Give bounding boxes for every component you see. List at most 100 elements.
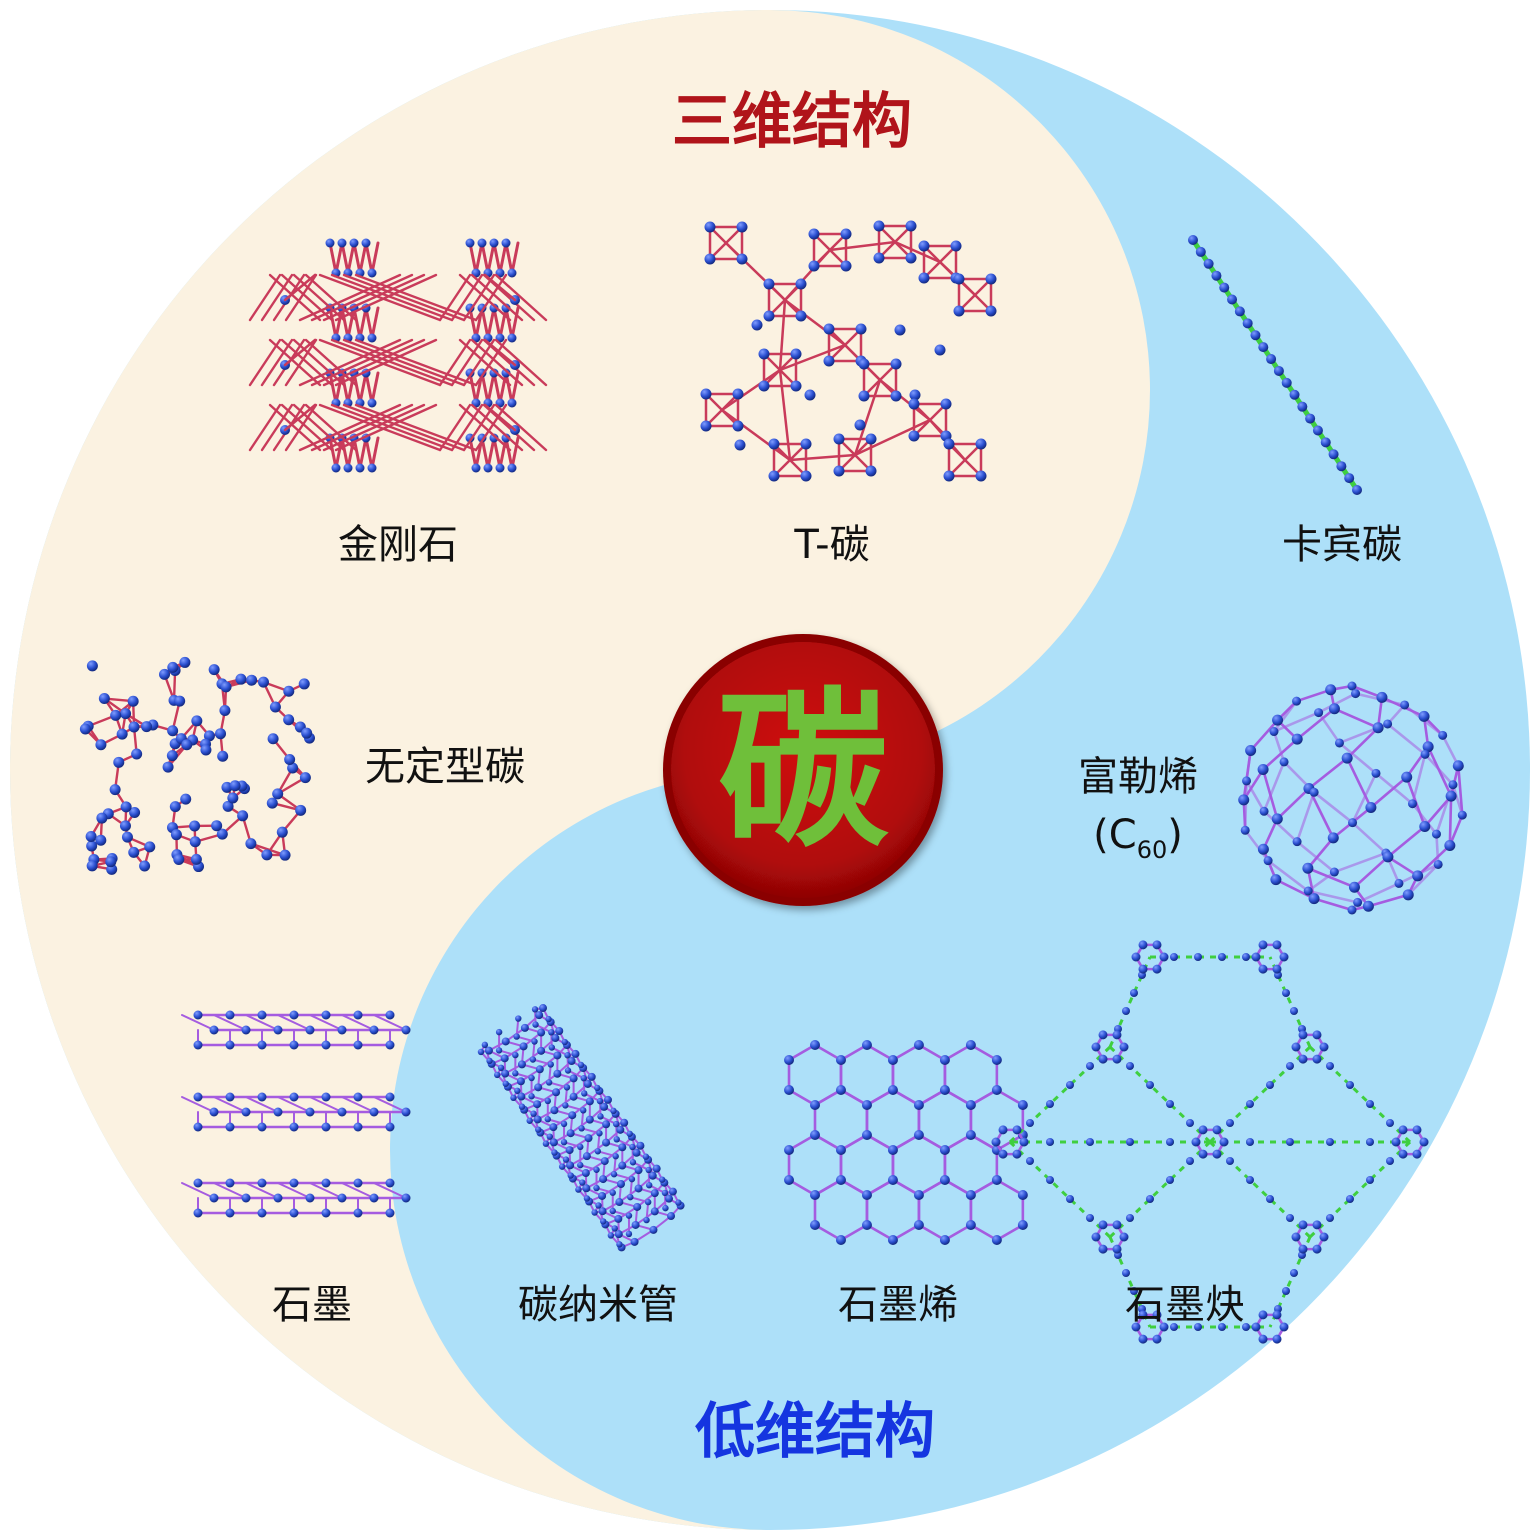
bond <box>330 403 454 452</box>
atom <box>331 463 341 473</box>
atom <box>1371 768 1381 778</box>
bond <box>334 241 344 275</box>
atom <box>369 1107 379 1117</box>
fullerene-formula-subscript: 60 <box>1137 836 1168 864</box>
atom <box>583 1195 591 1202</box>
atom <box>800 438 812 450</box>
atom <box>535 1011 544 1020</box>
atom <box>943 470 955 482</box>
atom <box>1412 1125 1422 1135</box>
bond <box>322 273 426 322</box>
atom <box>1152 964 1162 974</box>
bond <box>328 371 338 405</box>
bond <box>1386 722 1426 756</box>
atom <box>585 1097 594 1106</box>
bond <box>839 1088 869 1107</box>
atom <box>553 1051 562 1060</box>
atom <box>662 1204 669 1212</box>
atom <box>1312 1054 1322 1064</box>
atom <box>593 1184 600 1192</box>
bond <box>1387 825 1426 858</box>
bond <box>877 224 913 260</box>
atom <box>603 1095 612 1104</box>
atom <box>86 840 98 852</box>
atom <box>768 438 780 450</box>
atom <box>289 1208 299 1218</box>
atom <box>1266 354 1277 365</box>
atom <box>953 273 965 285</box>
atom <box>119 820 131 832</box>
bond <box>494 338 548 387</box>
atom <box>991 1175 1002 1185</box>
bond <box>767 282 803 318</box>
atom <box>1126 1214 1134 1222</box>
atom <box>353 1010 363 1020</box>
bond <box>486 306 496 340</box>
bond <box>462 403 496 452</box>
bond <box>865 1088 895 1107</box>
bond <box>245 1096 279 1113</box>
bond <box>340 306 350 340</box>
bond <box>969 1043 999 1062</box>
bond <box>839 1178 869 1197</box>
atom <box>873 220 885 232</box>
bond <box>280 273 334 322</box>
atom <box>169 801 181 813</box>
atom <box>998 1149 1008 1159</box>
bond <box>891 1043 921 1062</box>
atom <box>1326 1062 1334 1070</box>
atom <box>650 1207 659 1216</box>
bond <box>1249 719 1279 752</box>
carbon-nanotube-icon <box>477 1004 685 1252</box>
bond <box>778 343 847 372</box>
atom <box>612 1153 619 1160</box>
atom <box>564 1052 571 1059</box>
atom <box>1166 1176 1174 1184</box>
bond <box>783 298 847 347</box>
atom <box>534 1083 543 1092</box>
atom <box>1401 771 1413 783</box>
atom <box>507 333 517 343</box>
atom <box>1272 714 1284 726</box>
atom <box>159 668 171 680</box>
atom <box>704 221 716 233</box>
atom <box>141 721 153 733</box>
bond <box>510 371 520 405</box>
atom <box>166 750 178 762</box>
bond <box>458 273 512 322</box>
atom <box>321 1208 331 1218</box>
atom <box>1242 953 1250 961</box>
atom <box>1305 413 1316 424</box>
bond <box>468 371 478 405</box>
atom <box>367 463 377 473</box>
atom <box>1203 258 1214 269</box>
bond <box>813 1133 843 1152</box>
center-carbon-disc <box>663 634 943 906</box>
atom <box>289 1092 299 1102</box>
center-carbon-label: 碳 <box>718 671 889 871</box>
atom <box>1282 989 1290 997</box>
bond <box>483 338 517 367</box>
bond <box>504 241 514 275</box>
atom <box>1091 1232 1101 1242</box>
atom <box>939 1055 950 1065</box>
atom <box>736 221 748 233</box>
atom <box>1279 1322 1289 1332</box>
bond <box>510 241 520 275</box>
atom <box>179 656 191 668</box>
bond <box>827 327 863 363</box>
atom <box>526 1117 533 1124</box>
bond <box>341 1014 375 1031</box>
atom <box>1219 282 1230 293</box>
atom <box>595 1202 602 1209</box>
bond <box>480 436 490 470</box>
atom <box>548 1029 555 1036</box>
bond <box>249 842 287 857</box>
atom <box>1344 473 1355 484</box>
atom <box>193 1122 203 1132</box>
atom <box>1246 1100 1254 1108</box>
atom <box>795 310 807 322</box>
atom <box>555 1026 564 1035</box>
bond <box>813 1043 843 1062</box>
atom <box>287 762 299 774</box>
